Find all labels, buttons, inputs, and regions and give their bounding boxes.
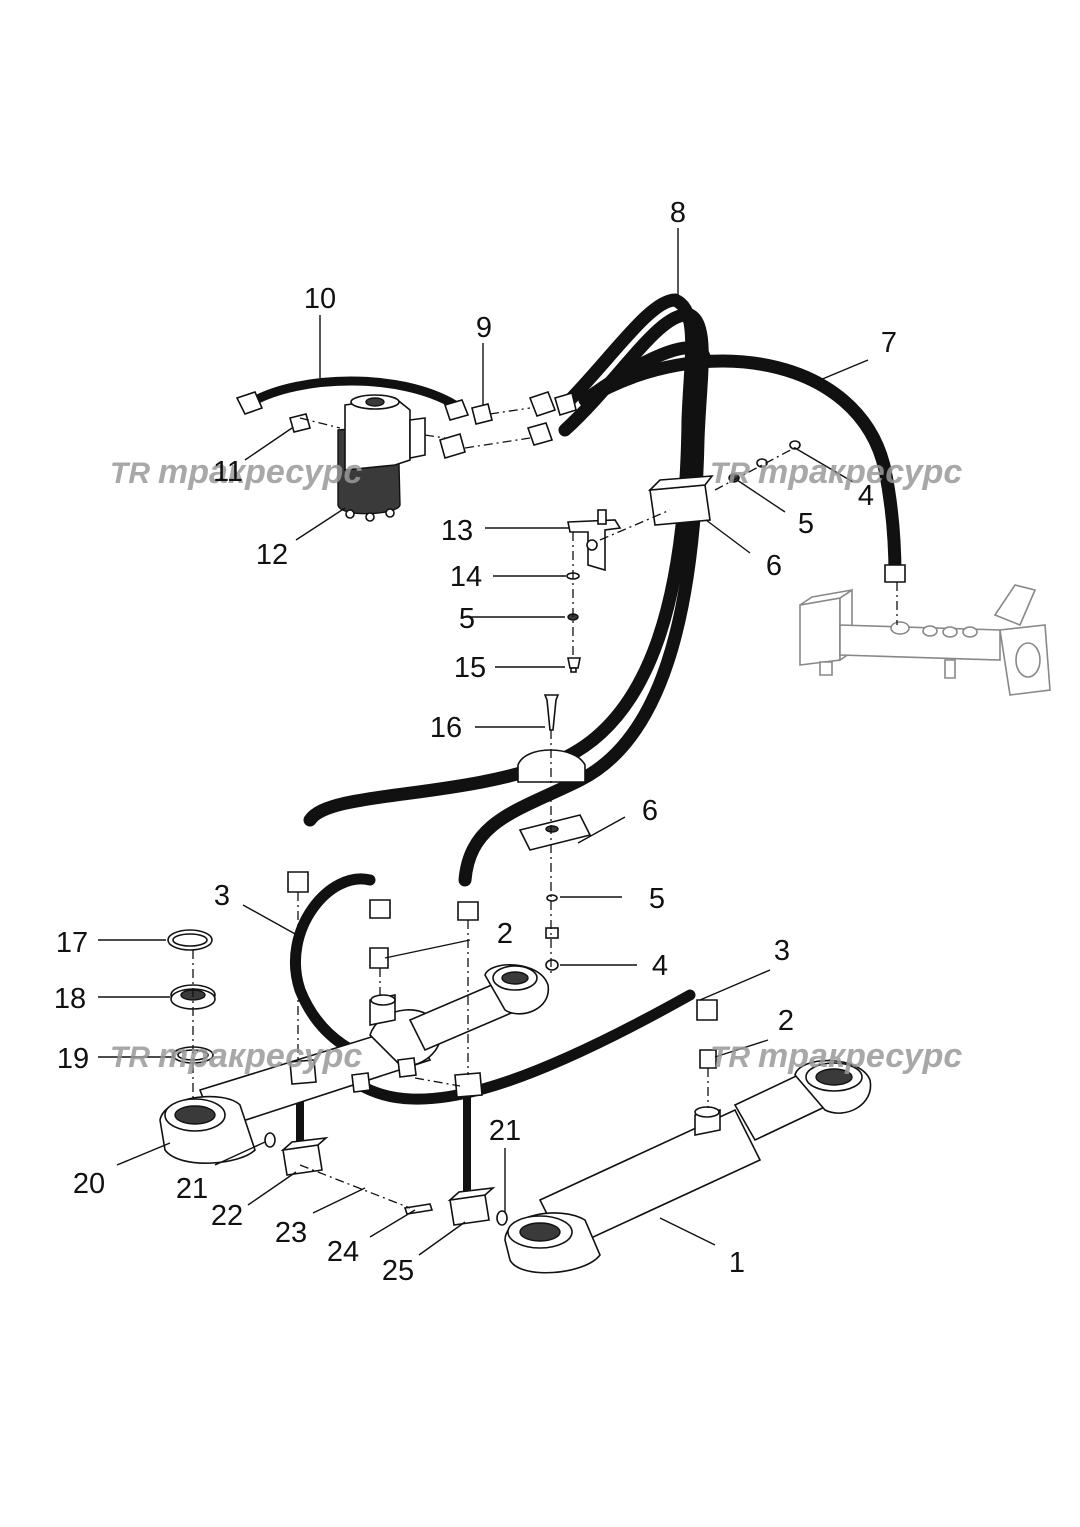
callout-label: 5 [798,508,814,540]
callout-label: 21 [489,1115,521,1147]
callout-label: 16 [430,712,462,744]
callout-label: 4 [652,950,668,982]
fittings-top [235,391,906,583]
callout-label: 24 [327,1236,359,1268]
watermark-logo: TR [710,457,750,490]
small-hardware [543,440,801,971]
callout-label: 14 [450,561,482,593]
watermark-top-left: TR тракресурс [110,453,362,491]
callout-label: 11 [213,456,243,488]
callout-label: 7 [881,327,897,359]
callout-label: 20 [73,1168,105,1200]
callout-label: 2 [497,918,513,950]
watermark-brand: тракресурс [758,453,962,491]
hose-clamp-lower [517,749,592,851]
callout-label: 3 [214,880,230,912]
hose-end-fittings [287,871,718,1098]
callout-label: 6 [766,550,782,582]
steering-cylinder-right [504,1058,872,1274]
callout-label: 9 [476,312,492,344]
callout-label: 1 [729,1247,745,1279]
watermark-logo: TR [110,457,150,490]
leader-lines [98,228,869,1256]
watermark-brand: тракресурс [158,453,362,491]
callout-label: 17 [56,927,88,959]
watermark-brand: тракресурс [758,1037,962,1075]
hose-clamp-upper [647,475,714,526]
mounting-blocks [264,1132,508,1226]
callout-label: 12 [256,539,288,571]
callout-label: 22 [211,1200,243,1232]
callout-label: 13 [441,515,473,547]
watermark-logo: TR [110,1041,150,1074]
callout-label: 10 [304,283,336,315]
ghost-pipe-assembly [799,584,1051,696]
callout-label: 15 [454,652,486,684]
callout-label: 25 [382,1255,414,1287]
callout-label: 23 [275,1217,307,1249]
watermark-top-right: TR тракресурс [710,453,962,491]
callout-label: 18 [54,983,86,1015]
steering-unit [337,394,426,522]
bracket-13 [567,509,622,572]
callout-label: 6 [642,795,658,827]
center-lines [192,407,898,1209]
watermark-brand: тракресурс [158,1037,362,1075]
callout-label: 4 [858,480,874,512]
callout-labels: 1 2 2 3 3 4 4 5 5 5 6 6 7 8 9 10 11 12 1… [54,197,897,1287]
callout-label: 5 [649,883,665,915]
callout-label: 21 [176,1173,208,1205]
callout-label: 2 [778,1005,794,1037]
watermark-bottom-left: TR тракресурс [110,1037,362,1075]
callout-label: 3 [774,935,790,967]
callout-label: 5 [459,603,475,635]
callout-label: 8 [670,197,686,229]
watermark-logo: TR [710,1041,750,1074]
callout-label: 19 [57,1043,89,1075]
watermark-bottom-right: TR тракресурс [710,1037,962,1075]
